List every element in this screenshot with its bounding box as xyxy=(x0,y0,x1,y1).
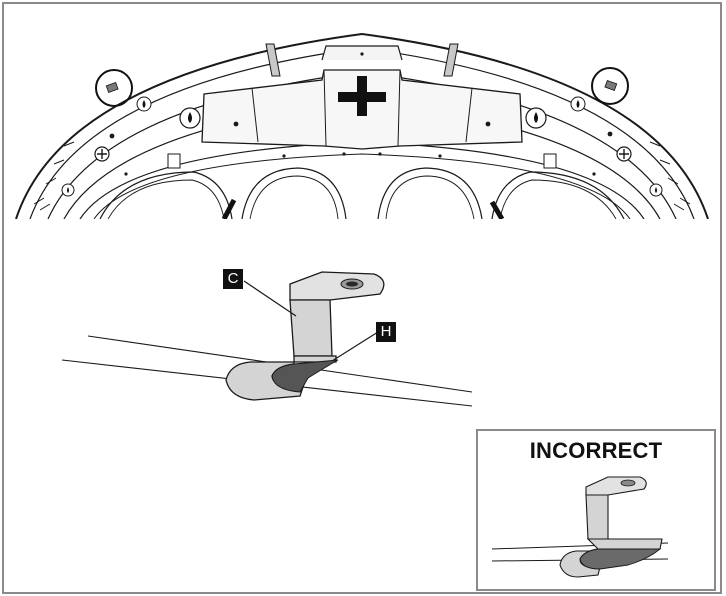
clip-detail xyxy=(61,271,473,407)
callout-h: H xyxy=(376,322,396,342)
callout-h-leader xyxy=(331,331,379,362)
incorrect-inset: INCORRECT xyxy=(476,429,716,591)
plus-mark xyxy=(338,76,386,116)
opening-4 xyxy=(491,171,625,219)
callout-c-leader xyxy=(243,280,297,317)
opening-1 xyxy=(99,171,233,219)
callout-c: C xyxy=(223,269,243,289)
clip-pad xyxy=(271,359,339,393)
clip-web xyxy=(289,299,333,357)
incorrect-clip xyxy=(491,476,669,578)
screw-heads xyxy=(94,146,632,162)
incorrect-title: INCORRECT xyxy=(529,438,663,463)
opening-3 xyxy=(377,167,483,219)
highlight-circle-left xyxy=(95,69,133,107)
drop-holes xyxy=(61,96,663,197)
clip-top-flange xyxy=(289,271,385,301)
opening-2 xyxy=(241,167,347,219)
highlight-circle-right xyxy=(591,67,629,105)
bumper-view xyxy=(15,32,709,219)
bumper-outer-edge xyxy=(15,32,709,219)
